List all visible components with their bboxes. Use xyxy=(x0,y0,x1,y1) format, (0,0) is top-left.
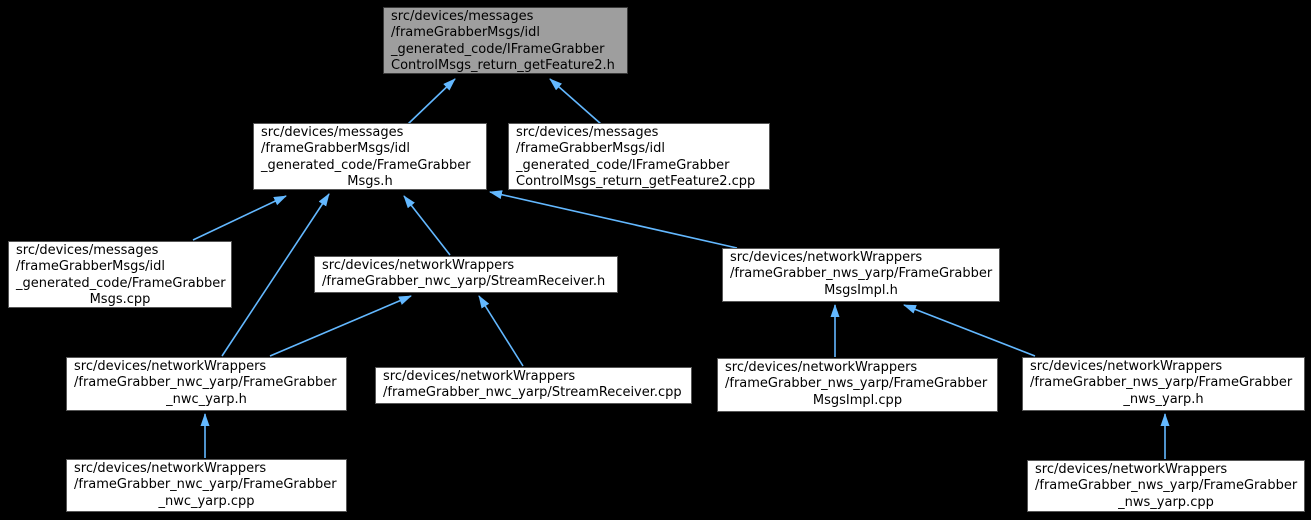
graph-node-framegrabber-nws-yarp-cpp[interactable]: src/devices/networkWrappers /frameGrabbe… xyxy=(1027,460,1305,512)
node-label-line: src/devices/networkWrappers xyxy=(725,360,918,375)
node-label-line: _generated_code/IFrameGrabber xyxy=(391,41,605,57)
edge-streamreceiver-h-to-msgs-h xyxy=(403,195,451,256)
node-label-line: /frameGrabberMsgs/idl xyxy=(391,25,541,41)
node-label-line: _nws_yarp.h xyxy=(1123,391,1204,407)
graph-node-framegrabbermsgsimpl-h[interactable]: src/devices/networkWrappers /frameGrabbe… xyxy=(722,248,1000,302)
node-label-line: MsgsImpl.cpp xyxy=(812,392,903,408)
node-label-line: _generated_code/IFrameGrabber xyxy=(516,157,730,173)
node-label-line: _generated_code/FrameGrabber xyxy=(16,275,226,291)
node-label-line: ControlMsgs_return_getFeature2.cpp xyxy=(516,174,756,190)
node-label-line: /frameGrabber_nws_yarp/FrameGrabber xyxy=(730,266,993,282)
edge-streamreceiver-cpp-to-streamreceiver-h xyxy=(478,295,524,367)
graph-node-framegrabber-nwc-yarp-cpp[interactable]: src/devices/networkWrappers /frameGrabbe… xyxy=(66,459,347,512)
node-label-line: /frameGrabber_nwc_yarp/FrameGrabber xyxy=(74,375,337,391)
graph-node-streamreceiver-cpp[interactable]: src/devices/networkWrappers /frameGrabbe… xyxy=(375,367,692,404)
node-label-line: /frameGrabberMsgs/idl xyxy=(16,259,166,275)
node-label-line: _nwc_yarp.cpp xyxy=(158,493,255,509)
graph-node-framegrabber-nws-yarp-h[interactable]: src/devices/networkWrappers /frameGrabbe… xyxy=(1022,357,1305,411)
node-label-line: src/devices/messages xyxy=(261,125,404,140)
edge-getfeature2-cpp-to-getfeature2-h xyxy=(549,78,602,125)
node-label-line: /frameGrabberMsgs/idl xyxy=(516,141,666,157)
node-label-line: src/devices/networkWrappers xyxy=(74,461,267,476)
node-label-line: ControlMsgs_return_getFeature2.h xyxy=(391,58,615,74)
node-label-line: /frameGrabber_nwc_yarp/StreamReceiver.h xyxy=(322,274,606,290)
node-label-line: _nwc_yarp.h xyxy=(166,391,247,407)
graph-node-streamreceiver-h[interactable]: src/devices/networkWrappers /frameGrabbe… xyxy=(314,256,618,293)
node-label-line: Msgs.h xyxy=(347,174,393,190)
node-label-line: _generated_code/FrameGrabber xyxy=(261,157,471,173)
graph-node-framegrabbermsgsimpl-cpp[interactable]: src/devices/networkWrappers /frameGrabbe… xyxy=(717,358,998,412)
node-label-line: src/devices/networkWrappers xyxy=(383,369,576,384)
graph-node-framegrabbermsgs-h[interactable]: src/devices/messages /frameGrabberMsgs/i… xyxy=(253,123,487,190)
edge-nws-yarp-h-to-msgsimpl-h xyxy=(903,304,1036,357)
node-label-line: src/devices/messages xyxy=(516,125,659,140)
graph-node-framegrabbermsgs-cpp[interactable]: src/devices/messages /frameGrabberMsgs/i… xyxy=(8,241,232,308)
node-label-line: src/devices/networkWrappers xyxy=(74,359,267,374)
node-label-line: src/devices/networkWrappers xyxy=(730,250,923,265)
graph-node-iframegrabbercontrolmsgs-return-getfeature2-cpp[interactable]: src/devices/messages /frameGrabberMsgs/i… xyxy=(508,123,770,190)
edge-msgsimpl-h-to-msgs-h xyxy=(489,190,738,249)
node-label-line: /frameGrabber_nws_yarp/FrameGrabber xyxy=(1035,478,1298,494)
node-label-line: src/devices/messages xyxy=(391,9,534,24)
edge-msgs-cpp-to-msgs-h xyxy=(192,195,287,241)
node-label-line: Msgs.cpp xyxy=(89,292,151,308)
node-label-line: MsgsImpl.h xyxy=(824,282,898,298)
node-label-line: src/devices/networkWrappers xyxy=(1030,359,1223,374)
edge-nwc-yarp-h-to-streamreceiver-h xyxy=(269,295,412,357)
node-label-line: /frameGrabber_nwc_yarp/StreamReceiver.cp… xyxy=(383,385,682,401)
node-label-line: /frameGrabberMsgs/idl xyxy=(261,141,411,157)
node-label-line: _nws_yarp.cpp xyxy=(1118,494,1214,510)
node-label-line: src/devices/networkWrappers xyxy=(322,258,515,273)
node-label-line: src/devices/messages xyxy=(16,243,159,258)
node-label-line: src/devices/networkWrappers xyxy=(1035,462,1228,477)
node-label-line: /frameGrabber_nws_yarp/FrameGrabber xyxy=(1030,375,1293,391)
graph-node-framegrabber-nwc-yarp-h[interactable]: src/devices/networkWrappers /frameGrabbe… xyxy=(66,357,347,411)
edge-nwc-yarp-h-to-msgs-h xyxy=(221,193,330,357)
node-label-line: /frameGrabber_nwc_yarp/FrameGrabber xyxy=(74,477,337,493)
graph-node-iframegrabbercontrolmsgs-return-getfeature2-h[interactable]: src/devices/messages /frameGrabberMsgs/i… xyxy=(383,7,628,74)
edge-msgs-h-to-getfeature2-h xyxy=(407,78,456,125)
node-label-line: /frameGrabber_nws_yarp/FrameGrabber xyxy=(725,376,988,392)
